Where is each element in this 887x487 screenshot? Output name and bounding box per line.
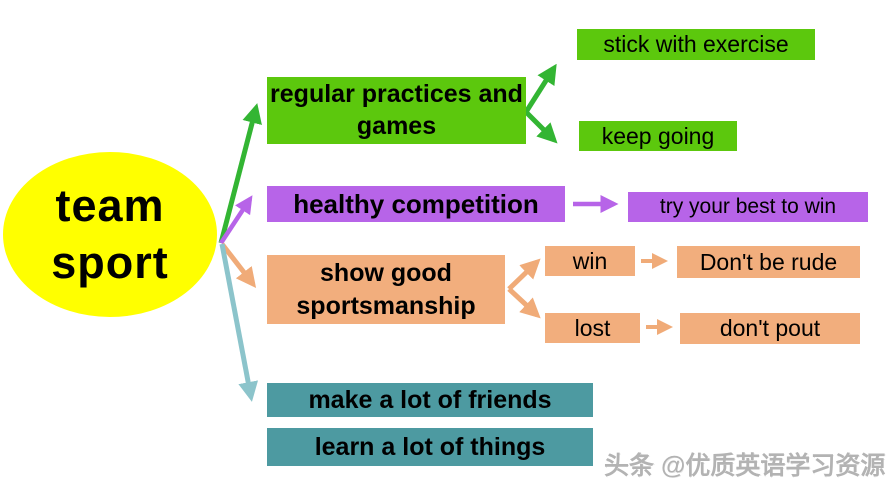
node-make-a-lot-of-friends: make a lot of friends	[267, 383, 593, 417]
root-node-team-sport: team sport	[3, 152, 217, 317]
arrow-root-to-healthy	[219, 195, 253, 245]
node-label: stick with exercise	[603, 31, 789, 57]
node-label: Don't be rude	[699, 248, 838, 275]
node-label: lost	[574, 314, 611, 341]
node-label: learn a lot of things	[314, 432, 546, 461]
node-label: try your best to win	[659, 195, 837, 218]
node-label: keep going	[601, 122, 715, 149]
node-dont-pout: don't pout	[680, 313, 860, 344]
arrow-practices-to-stick	[523, 63, 557, 114]
arrow-practices-to-keep	[524, 110, 558, 144]
node-keep-going: keep going	[579, 121, 737, 151]
arrow-sportsmanship-to-lost	[507, 287, 541, 319]
root-label-line1: team	[55, 180, 165, 232]
arrow-sportsmanship-to-win	[507, 258, 541, 291]
arrow-root-to-sportsmanship	[220, 242, 257, 288]
node-stick-with-exercise: stick with exercise	[577, 29, 815, 60]
node-show-good-sportsmanship: show good sportsmanship	[267, 255, 505, 324]
node-try-your-best-to-win: try your best to win	[628, 192, 868, 222]
node-win: win	[545, 246, 635, 276]
node-label: win	[572, 247, 608, 274]
node-regular-practices-and-games: regular practices and games	[267, 77, 526, 144]
node-label: show good sportsmanship	[296, 259, 476, 320]
node-label: make a lot of friends	[308, 385, 552, 414]
node-healthy-competition: healthy competition	[267, 186, 565, 222]
node-dont-be-rude: Don't be rude	[677, 246, 860, 278]
node-lost: lost	[545, 313, 640, 343]
arrow-root-to-practices	[218, 103, 262, 244]
node-label: don't pout	[719, 315, 821, 341]
node-label: healthy competition	[293, 188, 539, 219]
arrow-root-to-friends	[219, 243, 259, 402]
node-label: regular practices and games	[270, 80, 523, 140]
node-learn-a-lot-of-things: learn a lot of things	[267, 428, 593, 466]
root-label-line2: sport	[51, 236, 169, 288]
watermark-toutiao-credit: 头条 @优质英语学习资源	[604, 452, 886, 480]
